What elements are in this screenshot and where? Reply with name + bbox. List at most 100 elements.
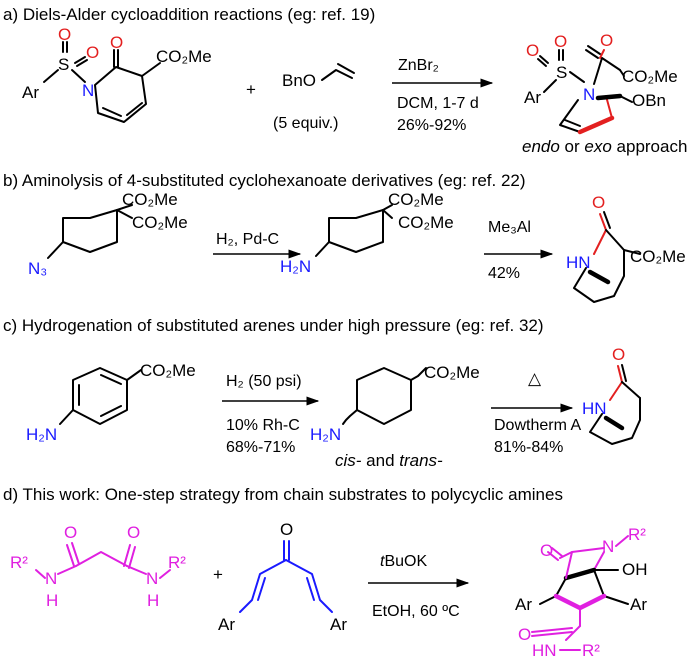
ester-bond [623,249,641,255]
new-bond-red [599,49,605,59]
new-cn-bond [593,229,607,255]
aryl-label-right: Ar [330,615,347,634]
amide-nh: HN [532,641,557,658]
solvent-label: Dowtherm A [494,417,581,434]
ketone-carbonyl [283,540,290,561]
amine-label: H₂N [26,425,57,444]
conditions-label: EtOH, 60 ºC [372,603,460,620]
bridge-to-ch [621,381,641,399]
section-d-malonamide: O O N H R² N H R² [10,523,186,610]
amide-n-bond [565,625,581,641]
ester-label-2: CO₂Me [398,213,454,232]
selectivity-note: endo or exo approach [522,137,687,156]
n-s-bond [71,69,86,83]
amide-n-bond-a [57,565,77,575]
pyridone-ring [94,66,147,123]
reagent-tbuok: tBuOK [380,553,427,570]
aryl-label-left: Ar [218,615,235,634]
bridge-bold [587,269,611,285]
ar-s-bond [543,79,557,93]
ring-bonds [589,397,641,445]
atom-o-left: O [526,41,539,60]
section-d: d) This work: One-step strategy from cha… [3,485,648,658]
n-r-bond-b [159,569,171,579]
oh-label: OH [622,560,648,579]
cyclohexane-ring [356,367,412,425]
stereo-note: cis- and trans- [335,451,443,470]
amine-bond [315,241,330,257]
amide-r2: R² [582,641,600,658]
amine-label: H₂N [280,257,311,276]
right-arm [285,559,333,613]
r2-label: R² [628,525,646,544]
section-b-arrow-2: Me₃Al 42% [484,219,554,282]
yield-label: 68%-71% [226,439,295,456]
bold-bridge [563,567,597,581]
section-c-starting-material: CO₂Me H₂N [26,361,196,444]
aromatic-double-bonds [78,374,122,417]
section-b: b) Aminolysis of 4-substituted cyclohexa… [3,171,686,303]
carbonyl-red [617,365,623,383]
left-arm [239,559,287,613]
azide-bond [47,241,64,259]
cyclohexane-ring [328,209,384,253]
section-a-product: Ar S O O N O CO₂Me OBn endo or ex [522,31,687,156]
ester-bond [126,369,142,381]
bridge-bold [595,93,623,101]
alkene-double [564,119,581,127]
atom-h-b: H [147,591,159,610]
n-r-bond-a [35,569,46,579]
atom-o-b: O [127,523,140,542]
azide-label: N₃ [28,259,47,278]
s-ar-bond [43,69,59,83]
yield-label: 81%-84% [494,439,563,456]
quat-ester-1 [382,204,393,211]
ring-double-bond-2 [102,107,122,117]
new-bond-red-2 [605,95,613,119]
atom-n-b: N [146,569,158,588]
bridge-to-quat [605,229,625,251]
ring-double-bond [126,102,143,116]
quat-ester-1 [116,204,133,211]
section-c-intermediate: CO₂Me H₂N cis- and trans- [310,363,480,470]
carbonyl-second-line [603,211,611,229]
yield-label: 42% [488,265,520,282]
ester-label: CO₂Me [630,247,686,266]
section-d-dienone: O Ar Ar [218,520,347,634]
carbonyl-a [66,542,80,567]
new-bonds-bold [553,593,607,611]
section-a-arrow: ZnBr₂ DCM, 1-7 d 26%-92% [392,57,494,134]
nh-label: HN [566,253,591,272]
atom-s: S [556,63,567,82]
ester-label: CO₂Me [140,361,196,380]
atom-o-right: O [86,43,99,62]
lactam-bridge [559,547,605,559]
atom-o-up: O [554,32,567,51]
section-c: c) Hydrogenation of substituted arenes u… [3,316,641,470]
n-c-bond [593,551,605,571]
atom-h-a: H [46,591,58,610]
carbonyl-b [123,544,136,569]
atom-o: O [110,33,123,52]
wavy-amine-bond [342,409,358,425]
amide-carbonyl [531,627,573,637]
atom-n: N [82,81,94,100]
section-a-heading: a) Diels-Alder cycloaddition reactions (… [3,5,375,24]
catalyst-label: 10% Rh-C [226,417,300,434]
lactam-carbonyl [585,45,601,59]
r2-label-b: R² [168,553,186,572]
aryl-label: Ar [524,88,541,107]
ester-label-1: CO₂Me [122,190,178,209]
section-d-product: N R² O OH Ar Ar O HN R² [515,525,648,658]
section-c-heading: c) Hydrogenation of substituted arenes u… [3,316,544,335]
amide-n-bond-b [126,565,147,575]
atom-o-a: O [64,523,77,542]
atom-s: S [58,55,69,74]
conditions-solvent: DCM, 1-7 d [397,95,479,112]
benzene-ring [72,367,128,425]
atom-n: N [602,537,614,556]
atom-o-lactam: O [600,31,613,50]
ester-label: CO₂Me [156,47,212,66]
plus-sign: + [246,80,256,99]
vinyl-double-bond [337,63,355,74]
